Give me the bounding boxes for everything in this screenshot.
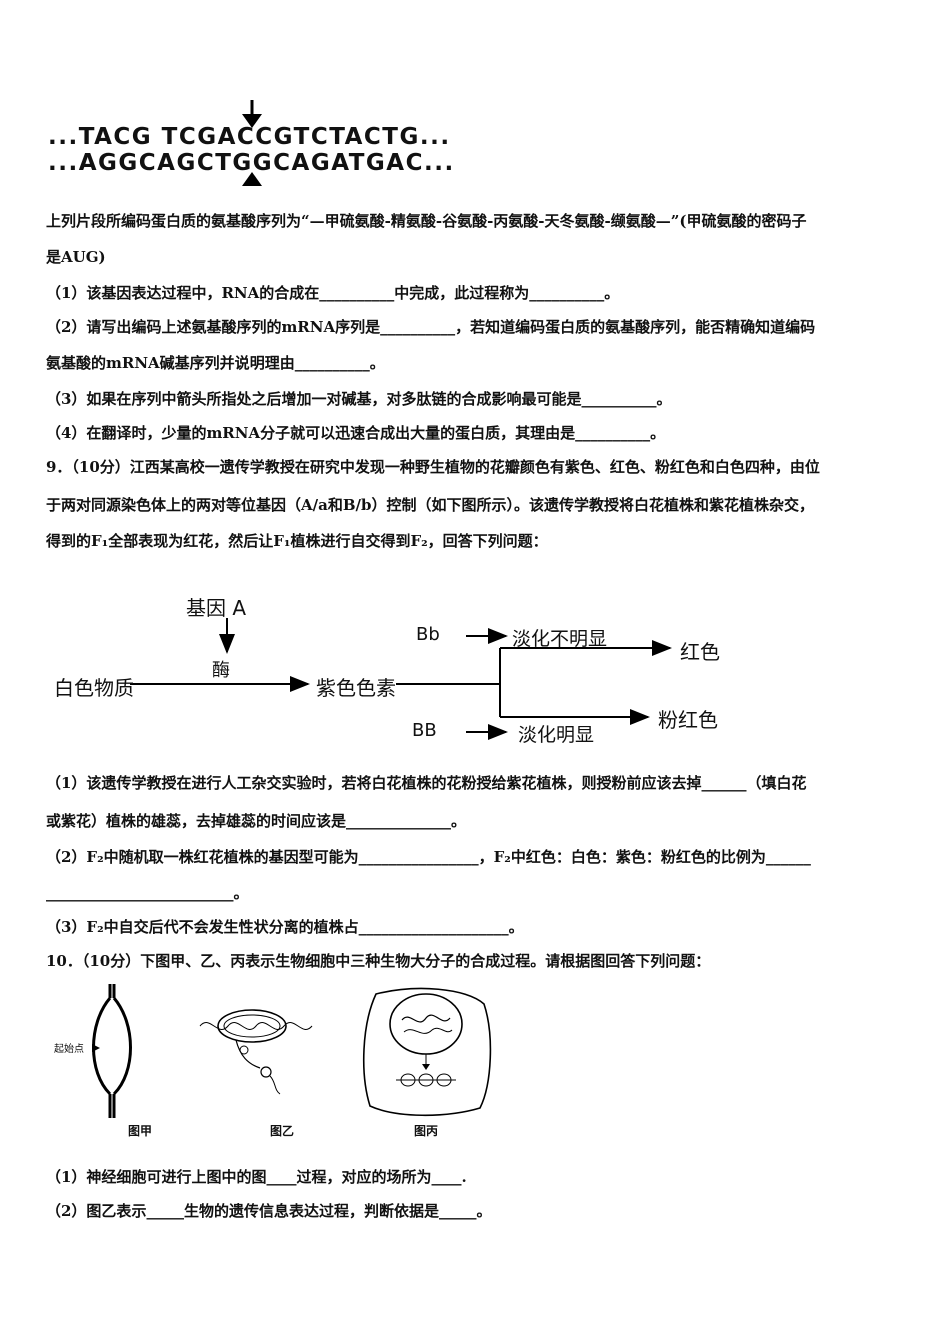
q10-part1: （1）神经细胞可进行上图中的图____过程，对应的场所为____. bbox=[46, 1168, 467, 1186]
q8-part2-line1: （2）请写出编码上述氨基酸序列的mRNA序列是__________，若知道编码蛋… bbox=[46, 318, 816, 336]
q8-part2-line2: 氨基酸的mRNA碱基序列并说明理由__________。 bbox=[46, 354, 385, 372]
purple-pigment-label: 紫色色素 bbox=[316, 676, 396, 700]
white-substance-label: 白色物质 bbox=[54, 676, 134, 700]
q10-stem: 10．（10分）下图甲、乙、丙表示生物细胞中三种生物大分子的合成过程。请根据图回… bbox=[46, 952, 711, 970]
q8-part3: （3）如果在序列中箭头所指处之后增加一对碱基，对多肽链的合成影响最可能是____… bbox=[46, 390, 672, 408]
arrow-down-icon bbox=[242, 100, 262, 128]
q9-part1-line2: 或紫花）植株的雄蕊，去掉雄蕊的时间应该是______________。 bbox=[46, 812, 467, 830]
figure-b-caption: 图乙 bbox=[270, 1124, 295, 1138]
q9-part2-line2: _________________________。 bbox=[46, 884, 249, 902]
genotype-bb-lower: BB bbox=[412, 720, 437, 741]
genotype-bb-upper: Bb bbox=[416, 624, 440, 645]
q8-part4: （4）在翻译时，少量的mRNA分子就可以迅速合成出大量的蛋白质，其理由是____… bbox=[46, 424, 666, 442]
enzyme-label: 酶 bbox=[212, 660, 230, 681]
arrow-up-icon bbox=[242, 172, 262, 186]
q9-stem-line3: 得到的F₁全部表现为红花，然后让F₁植株进行自交得到F₂，回答下列问题： bbox=[46, 532, 548, 550]
q8-intro-line2: 是AUG) bbox=[46, 248, 106, 266]
gene-a-label: 基因 A bbox=[186, 596, 247, 620]
fade-weak-label: 淡化不明显 bbox=[512, 628, 608, 650]
pink-label: 粉红色 bbox=[658, 708, 718, 732]
q9-part2-line1: （2）F₂中随机取一株红花植株的基因型可能为________________，F… bbox=[46, 848, 811, 866]
dna-strand-bottom: ...AGGCAGCTGGCAGATGAC... bbox=[48, 150, 455, 176]
origin-label: 起始点 bbox=[54, 1044, 84, 1055]
dna-strand-top: ...TACG TCGACCGTCTACTG... bbox=[48, 124, 451, 150]
figure-c-caption: 图丙 bbox=[414, 1124, 439, 1138]
q9-part1-line1: （1）该遗传学教授在进行人工杂交实验时，若将白花植株的花粉授给紫花植株，则授粉前… bbox=[46, 774, 807, 792]
fade-strong-label: 淡化明显 bbox=[518, 724, 595, 746]
red-label: 红色 bbox=[680, 640, 720, 664]
q8-intro-line1: 上列片段所编码蛋白质的氨基酸序列为“—甲硫氨酸-精氨酸-谷氨酸-丙氨酸-天冬氨酸… bbox=[46, 212, 807, 230]
q9-part3: （3）F₂中自交后代不会发生性状分离的植株占__________________… bbox=[46, 918, 524, 936]
q8-part1: （1）该基因表达过程中，RNA的合成在__________中完成，此过程称为__… bbox=[46, 284, 620, 302]
figure-a-caption: 图甲 bbox=[128, 1124, 153, 1138]
q9-stem-line2: 于两对同源染色体上的两对等位基因（A/a和B/b）控制（如下图所示）。该遗传学教… bbox=[46, 496, 814, 514]
q10-part2: （2）图乙表示_____生物的遗传信息表达过程，判断依据是_____。 bbox=[46, 1202, 492, 1220]
q9-stem-line1: 9．（10分）江西某高校一遗传学教授在研究中发现一种野生植物的花瓣颜色有紫色、红… bbox=[46, 458, 820, 476]
